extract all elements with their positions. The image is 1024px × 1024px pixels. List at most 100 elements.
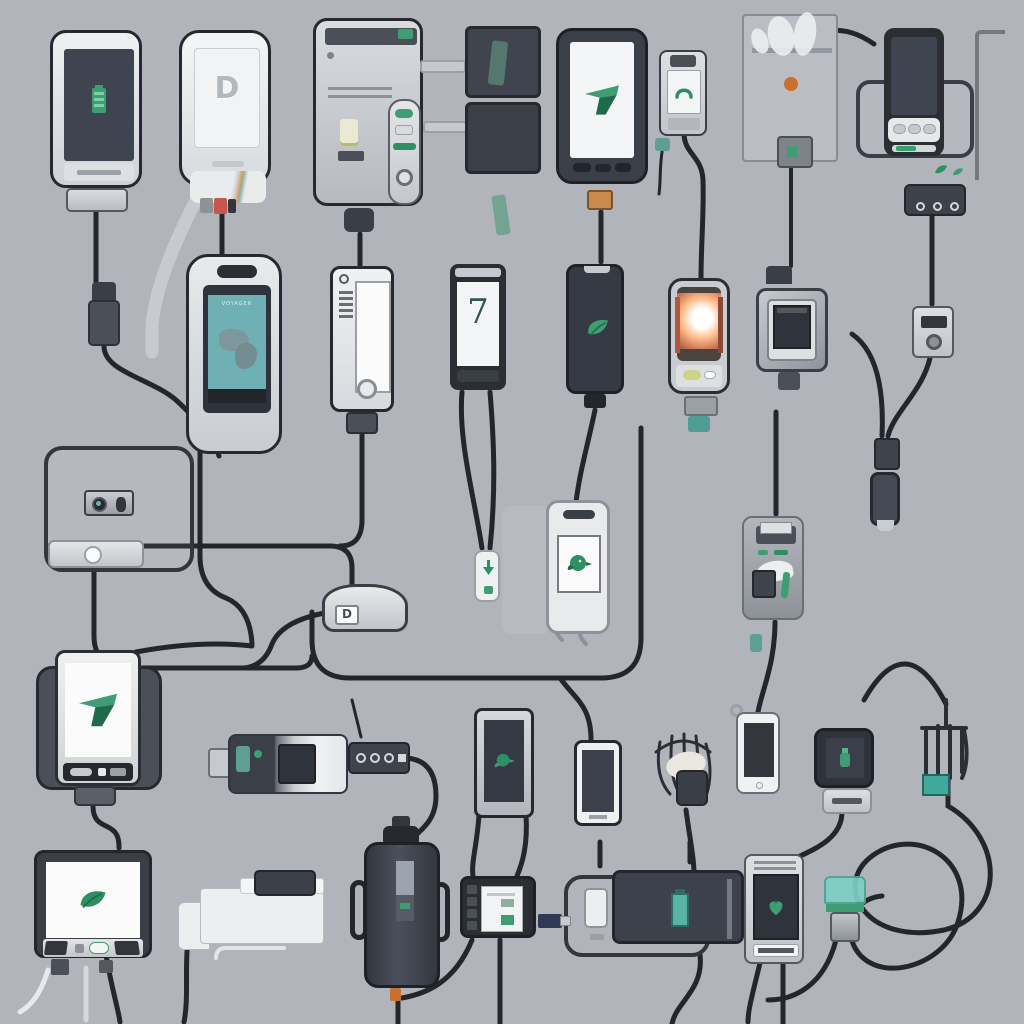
green-indicator (758, 550, 768, 555)
top-plug (766, 266, 792, 284)
top-notch (584, 266, 610, 273)
slot (758, 948, 794, 953)
cable (197, 449, 255, 647)
cable (133, 641, 255, 655)
card-reader-hub (460, 876, 536, 938)
cable (885, 355, 933, 439)
phone-leaf-bottom (744, 854, 804, 964)
media-player-white (330, 266, 394, 412)
connector-red (214, 198, 227, 214)
panel-shelf (752, 48, 832, 53)
drive-slot (325, 28, 417, 45)
module-lower (465, 102, 541, 236)
down-arrow-icon (483, 560, 494, 575)
phone-screen (457, 282, 499, 366)
outlet-slot (921, 316, 947, 328)
phone-screen (753, 874, 799, 940)
cable (470, 812, 482, 879)
top-notch (563, 510, 595, 519)
cable (669, 952, 703, 1024)
button-pill (590, 934, 604, 940)
capsule-item (683, 370, 701, 380)
screen-bar (777, 308, 807, 313)
speaker-slot (212, 161, 244, 167)
tower-unit (313, 18, 423, 206)
white-pill-item (704, 371, 716, 379)
voyager-label: VOYAGER (221, 301, 253, 307)
teal-battery-icon (671, 893, 689, 927)
power-bank-tall (364, 842, 440, 988)
vent-line (754, 861, 796, 864)
pin-base-block (777, 136, 813, 168)
small-outlet (912, 306, 954, 358)
seven-glyph: 7 (467, 292, 489, 332)
control-key (110, 768, 126, 776)
inserted-card (760, 522, 792, 534)
port-hub (904, 184, 966, 216)
top-pill (217, 265, 257, 278)
tray-green-pill (89, 942, 109, 954)
menu-line (339, 315, 353, 318)
mouse-device: D (322, 584, 408, 632)
cable (458, 389, 485, 551)
connector-dark (228, 199, 236, 213)
cable (847, 775, 993, 971)
cable (90, 803, 122, 851)
whisk-plug (676, 770, 708, 806)
player-screen (355, 281, 391, 393)
camera-module (84, 490, 134, 516)
red-rail (718, 297, 723, 353)
wall-pillar (502, 506, 550, 634)
bottom-band (48, 540, 144, 568)
bird-icon (567, 555, 592, 571)
key-pill (923, 124, 936, 134)
power-dot (327, 52, 334, 59)
green-chip (501, 899, 514, 907)
green-indicator (787, 146, 797, 158)
cable (241, 609, 333, 671)
cable (514, 812, 529, 879)
phone-screen (667, 70, 701, 114)
match-pin-tip (784, 77, 798, 91)
teal-tab (655, 138, 670, 151)
key-button (615, 163, 631, 172)
tablet-mini-keyring (736, 712, 780, 794)
blue-plug (538, 914, 562, 928)
socket-circle (384, 753, 394, 763)
dongle-tip (877, 520, 894, 531)
bank-cap (392, 816, 410, 828)
silver-button (395, 125, 413, 135)
flag-7-logo-icon (79, 693, 117, 727)
green-clip (750, 634, 762, 652)
phone-flag-logo (556, 28, 648, 184)
leaf-heart-icon (769, 899, 783, 916)
bottom-plug (778, 372, 800, 390)
card-line (487, 893, 515, 896)
cable (861, 661, 949, 707)
phone-screen (582, 750, 614, 812)
dock-slot (77, 170, 121, 175)
control-key (98, 768, 106, 776)
phone-screen (891, 37, 937, 115)
socket-square (398, 754, 406, 762)
port-square (467, 885, 477, 894)
cable (849, 331, 885, 439)
leaf-icon (588, 319, 608, 337)
glow-lamp-box (668, 278, 730, 394)
cable (403, 755, 439, 843)
green-chip (398, 29, 413, 39)
power-adapter-box (88, 300, 120, 346)
green-strip (896, 146, 916, 151)
menu-line (339, 303, 353, 306)
green-button (395, 109, 413, 118)
fork-wires (920, 698, 969, 780)
bottle-icon (840, 748, 850, 767)
green-key (484, 586, 493, 594)
phone-d-logo: D (179, 30, 271, 203)
dongle-connector (874, 438, 900, 470)
flag-7-logo-icon (585, 85, 619, 115)
wall-charger-square (756, 288, 828, 372)
green-dot (254, 750, 262, 758)
d-logo: D (214, 71, 240, 106)
